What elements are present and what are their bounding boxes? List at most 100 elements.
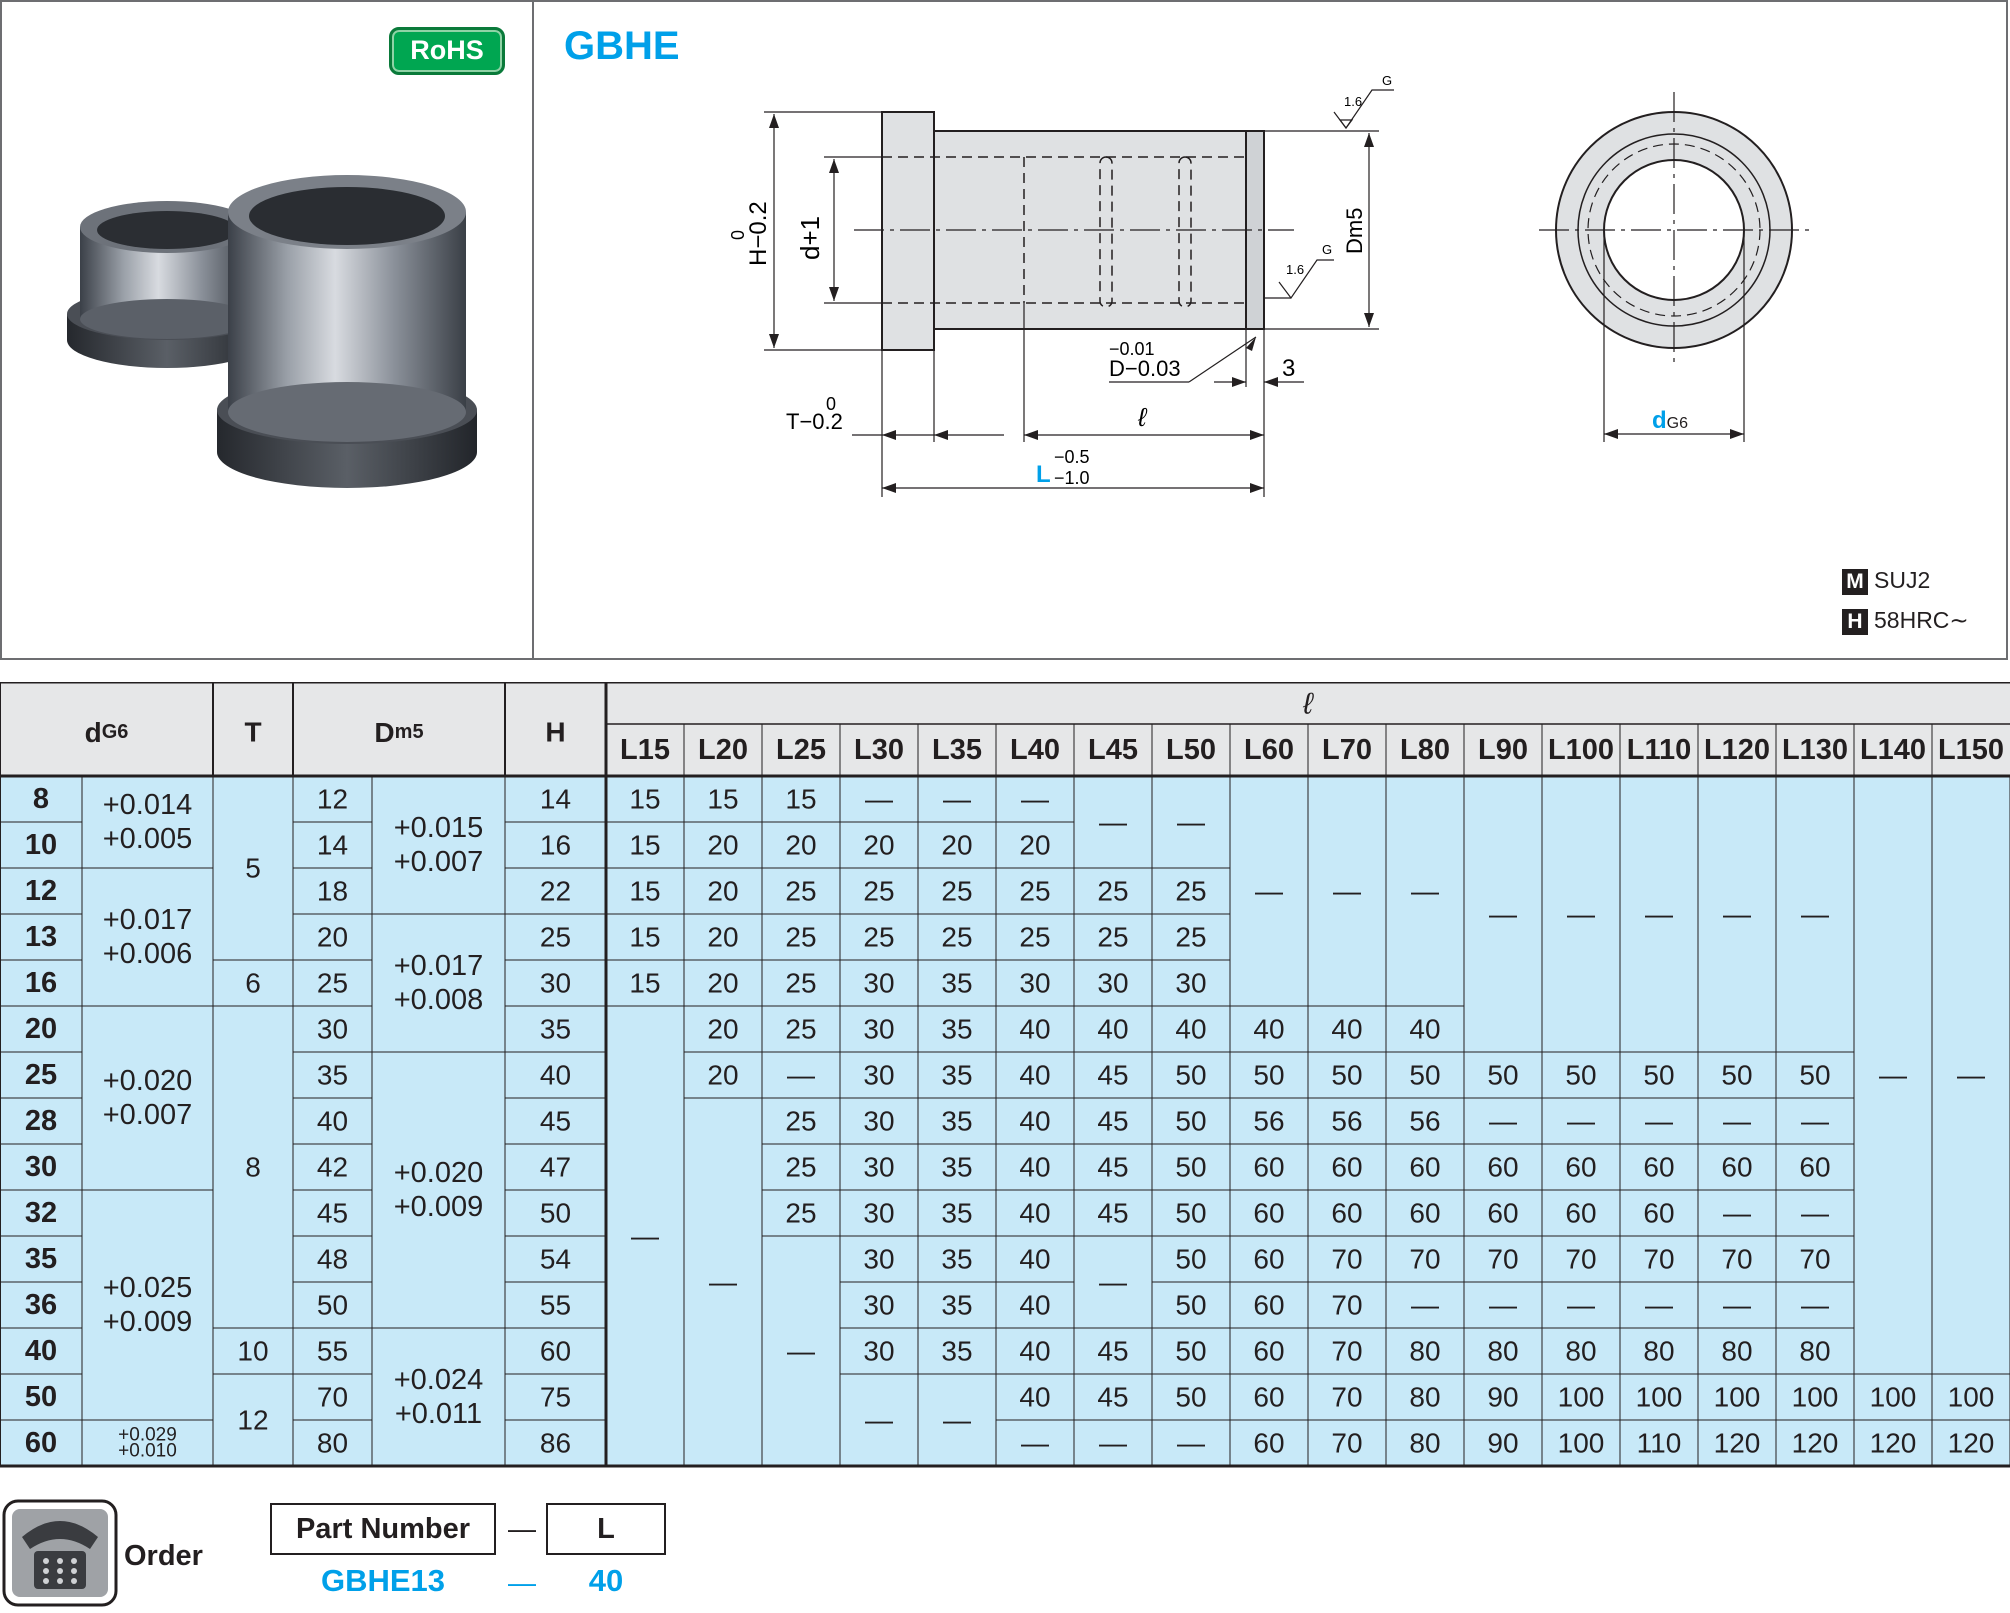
d-tolerance-upper: +0.025 bbox=[103, 1272, 193, 1304]
d-value: 13 bbox=[25, 921, 57, 953]
L-cell: 25 bbox=[785, 922, 816, 953]
D-tolerance-lower: +0.011 bbox=[395, 1398, 482, 1430]
L-cell: 25 bbox=[1175, 922, 1206, 953]
L-cell: 50 bbox=[1487, 1060, 1518, 1091]
header-L-col: L70 bbox=[1322, 734, 1372, 766]
L-cell: 30 bbox=[863, 1014, 894, 1045]
D-tolerance-upper: +0.020 bbox=[394, 1157, 484, 1189]
D-tolerance-upper: +0.015 bbox=[394, 812, 484, 844]
L-cell: 90 bbox=[1487, 1428, 1518, 1459]
D-tolerance-lower: +0.007 bbox=[394, 846, 484, 878]
L-cell: 70 bbox=[1331, 1244, 1362, 1275]
L-cell: 50 bbox=[1643, 1060, 1674, 1091]
D-value: 70 bbox=[317, 1382, 348, 1413]
L-cell: 70 bbox=[1331, 1336, 1362, 1367]
d-value: 36 bbox=[25, 1289, 57, 1321]
L-cell: 35 bbox=[941, 1290, 972, 1321]
L-cell: 60 bbox=[1253, 1152, 1284, 1183]
L-cell-dash: — bbox=[1957, 1060, 1985, 1091]
L-cell: — bbox=[1177, 1428, 1205, 1459]
d-tolerance-upper: +0.020 bbox=[103, 1065, 193, 1097]
L-cell: 25 bbox=[941, 876, 972, 907]
L-cell-dash: — bbox=[787, 1336, 815, 1367]
L-cell-dash: — bbox=[1801, 899, 1829, 930]
L-cell: 70 bbox=[1331, 1290, 1362, 1321]
L-cell: 60 bbox=[1253, 1428, 1284, 1459]
header-D: Dm5 bbox=[374, 717, 423, 748]
L-cell: 56 bbox=[1331, 1106, 1362, 1137]
hardness-value: 58HRC∼ bbox=[1874, 607, 1969, 633]
L-cell: 60 bbox=[1487, 1152, 1518, 1183]
phone-order-icon bbox=[2, 1499, 118, 1607]
label-D-upper: −0.01 bbox=[1109, 339, 1155, 359]
L-cell: 25 bbox=[785, 1106, 816, 1137]
L-cell: 60 bbox=[1643, 1152, 1674, 1183]
L-cell: 56 bbox=[1409, 1106, 1440, 1137]
L-cell: — bbox=[1645, 1290, 1673, 1321]
L-cell: 20 bbox=[863, 830, 894, 861]
L-cell: 40 bbox=[1019, 1014, 1050, 1045]
L-cell: 60 bbox=[1643, 1198, 1674, 1229]
L-cell-dash: — bbox=[1645, 899, 1673, 930]
L-cell: 25 bbox=[941, 922, 972, 953]
L-cell: 60 bbox=[1799, 1152, 1830, 1183]
D-value: 48 bbox=[317, 1244, 348, 1275]
header-L-col: L100 bbox=[1548, 734, 1614, 766]
L-cell: 60 bbox=[1487, 1198, 1518, 1229]
L-cell: 40 bbox=[1019, 1290, 1050, 1321]
L-cell: 60 bbox=[1331, 1198, 1362, 1229]
L-cell: 100 bbox=[1558, 1382, 1605, 1413]
L-cell: 80 bbox=[1487, 1336, 1518, 1367]
L-cell: 50 bbox=[1565, 1060, 1596, 1091]
L-cell-dash: — bbox=[709, 1267, 737, 1298]
D-value: 14 bbox=[317, 830, 348, 861]
label-roughness-top: 1.6 bbox=[1344, 94, 1362, 109]
L-cell: — bbox=[1723, 1290, 1751, 1321]
L-cell: 30 bbox=[863, 1198, 894, 1229]
d-value: 60 bbox=[25, 1427, 57, 1459]
label-L-upper: −0.5 bbox=[1054, 447, 1090, 467]
rohs-badge: RoHS bbox=[389, 27, 505, 75]
L-cell: 80 bbox=[1643, 1336, 1674, 1367]
label-L-lower: −1.0 bbox=[1054, 468, 1090, 488]
L-cell: 40 bbox=[1409, 1014, 1440, 1045]
label-H-upper: 0 bbox=[728, 230, 748, 240]
L-cell-dash: — bbox=[865, 1405, 893, 1436]
header-L-col: L45 bbox=[1088, 734, 1138, 766]
L-cell: — bbox=[787, 1060, 815, 1091]
D-tolerance-lower: +0.008 bbox=[394, 984, 484, 1016]
L-cell: 70 bbox=[1565, 1244, 1596, 1275]
L-cell: 15 bbox=[785, 784, 816, 815]
L-cell: 50 bbox=[1175, 1106, 1206, 1137]
L-cell: 35 bbox=[941, 1014, 972, 1045]
L-cell-dash: — bbox=[1099, 807, 1127, 838]
T-value: 6 bbox=[245, 968, 261, 999]
L-cell: 45 bbox=[1097, 1198, 1128, 1229]
L-cell: 50 bbox=[1799, 1060, 1830, 1091]
header-L-col: L150 bbox=[1938, 734, 2004, 766]
d-tolerance-lower: +0.007 bbox=[103, 1099, 193, 1131]
product-photo-panel: RoHS bbox=[2, 2, 534, 658]
L-cell: 25 bbox=[863, 922, 894, 953]
d-value: 32 bbox=[25, 1197, 57, 1229]
L-cell: 120 bbox=[1714, 1428, 1761, 1459]
L-cell: 70 bbox=[1331, 1382, 1362, 1413]
header-L-col: L15 bbox=[620, 734, 670, 766]
l-header: L bbox=[546, 1503, 666, 1555]
d-value: 30 bbox=[25, 1151, 57, 1183]
header-L-col: L30 bbox=[854, 734, 904, 766]
L-cell: 45 bbox=[1097, 1382, 1128, 1413]
D-value: 40 bbox=[317, 1106, 348, 1137]
L-cell: 50 bbox=[1409, 1060, 1440, 1091]
L-cell: 40 bbox=[1019, 1198, 1050, 1229]
L-cell: 60 bbox=[1253, 1198, 1284, 1229]
label-D: D−0.03 bbox=[1109, 356, 1181, 381]
L-cell: 25 bbox=[785, 876, 816, 907]
material-value: SUJ2 bbox=[1874, 567, 1931, 593]
header-L-col: L80 bbox=[1400, 734, 1450, 766]
D-value: 35 bbox=[317, 1060, 348, 1091]
H-value: 75 bbox=[540, 1382, 571, 1413]
L-cell: 35 bbox=[941, 1152, 972, 1183]
L-cell: 80 bbox=[1409, 1336, 1440, 1367]
